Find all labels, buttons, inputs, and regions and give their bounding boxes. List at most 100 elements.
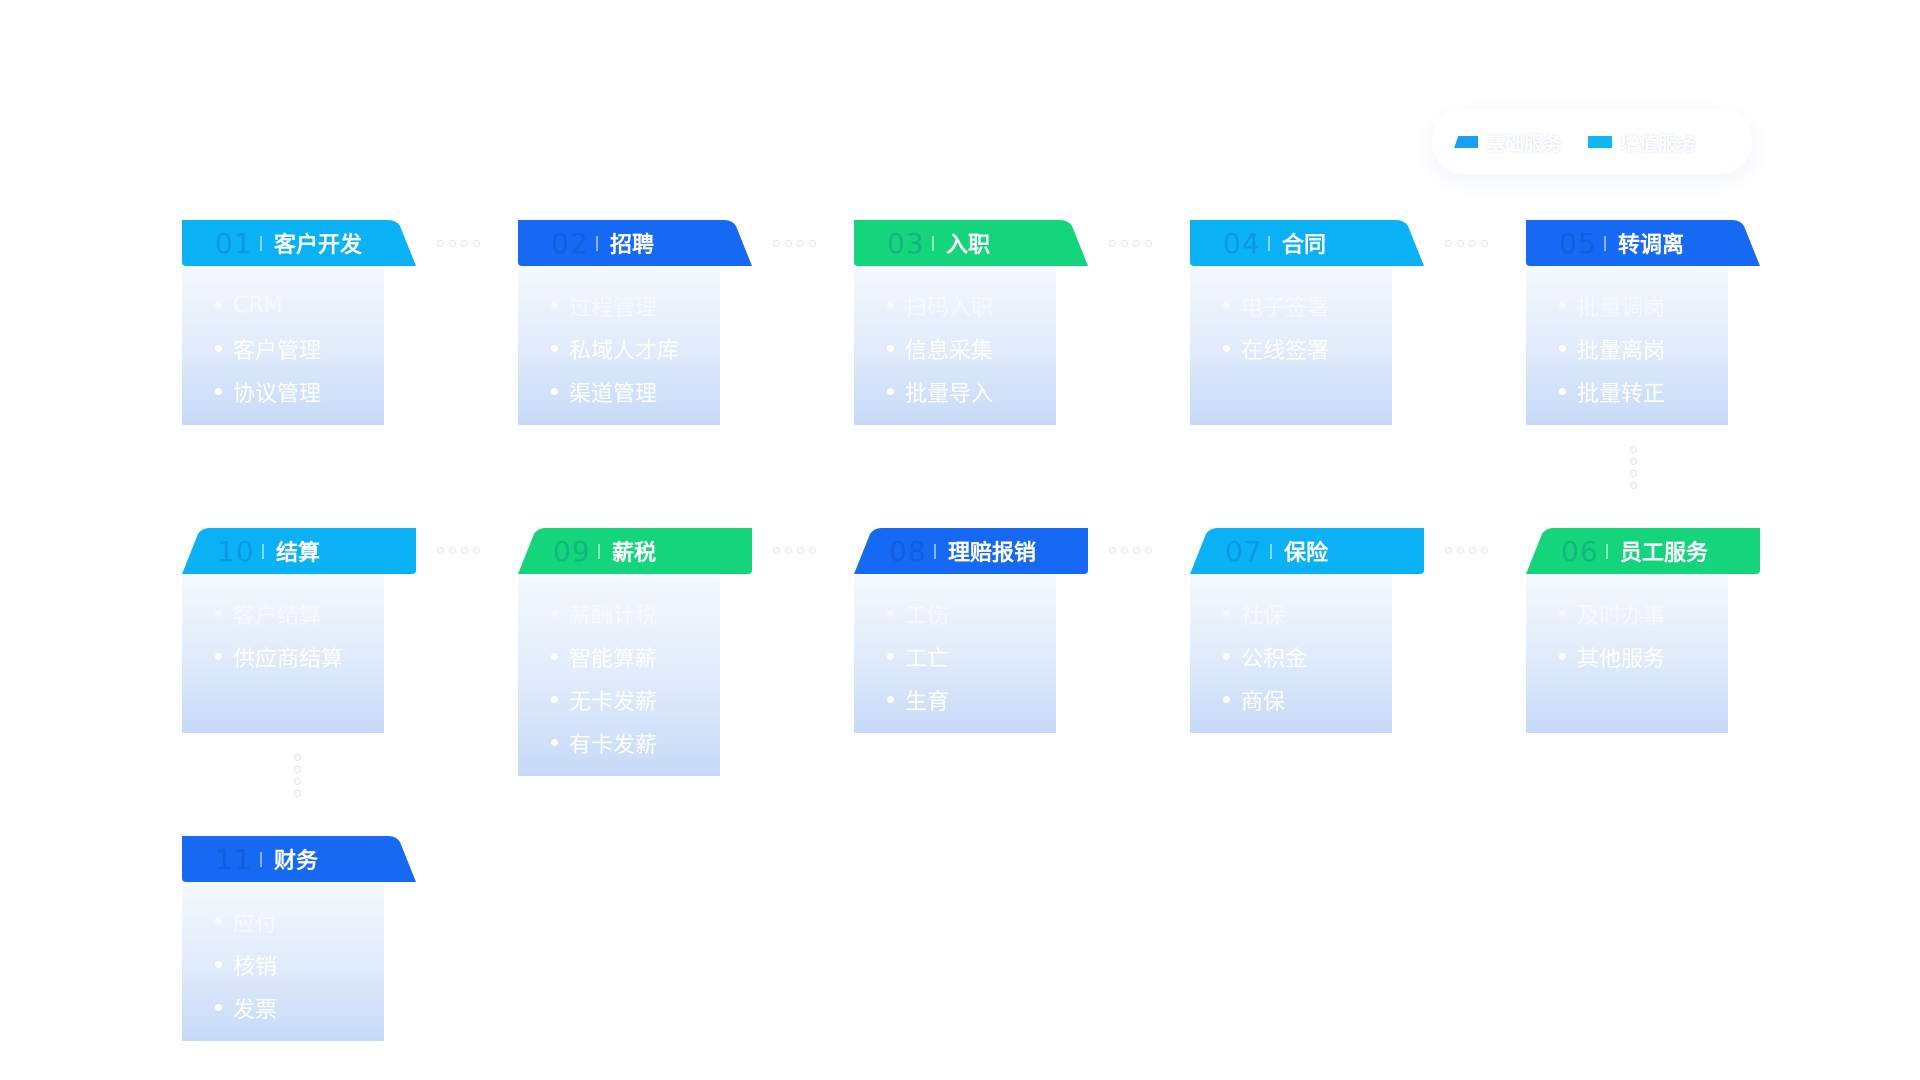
module-item-label: 客户管理 [233,338,322,364]
connector-horizontal [1445,240,1488,247]
module-number: 10 [217,534,255,568]
module-item-label: CRM [233,293,283,318]
module-body-06: 及时办事其他服务 [1526,574,1728,733]
bullet-icon [551,345,558,352]
module-item-label: 渠道管理 [569,381,658,407]
module-card-01: 01 客户开发 CRM 客户管理协议管理 [182,220,416,425]
module-item-label: 发票 [233,997,278,1023]
connector-dot [294,790,301,797]
module-body-04: 电子签署在线签署 [1190,266,1392,425]
legend-label-value-added: 增值服务 [1620,132,1697,155]
module-item: 批量导入 [854,370,1056,413]
bullet-icon [215,653,222,660]
connector-dot [797,547,804,554]
module-item-label: 有卡发薪 [569,732,658,758]
bullet-icon [887,345,894,352]
connector-horizontal [437,547,480,554]
module-item-label: 工伤 [905,603,950,629]
connector-dot [1481,547,1488,554]
module-item: 协议管理 [182,370,384,413]
module-header-content: 07 保险 [1190,528,1424,574]
module-item: 批量转正 [1526,370,1728,413]
module-item-label: 生育 [905,689,950,715]
connector-horizontal [773,547,816,554]
connector-horizontal [1445,547,1488,554]
bullet-icon [551,739,558,746]
header-separator [932,235,934,251]
connector-dot [473,240,480,247]
module-item: 社保 [1190,592,1392,635]
connector-dot [294,754,301,761]
connector-dot [1133,547,1140,554]
module-item-label: 核销 [233,954,278,980]
bullet-icon [1559,302,1566,309]
connector-dot [461,547,468,554]
bullet-icon [551,653,558,660]
bullet-icon [1223,653,1230,660]
module-item: 其他服务 [1526,635,1728,678]
module-item-label: 智能算薪 [569,646,658,672]
module-body-10: 客户结算供应商结算 [182,574,384,733]
module-number: 07 [1225,534,1263,568]
module-title: 薪税 [612,541,657,566]
module-header-shape [1190,528,1424,574]
module-header-shape [518,528,752,574]
legend-label-basic: 基础服务 [1486,132,1563,155]
module-item-label: 公积金 [1241,646,1308,672]
connector-dot [1445,547,1452,554]
module-item: 批量离岗 [1526,327,1728,370]
module-item-label: 工亡 [905,646,950,672]
module-body-11: 应付核销发票 [182,882,384,1041]
bullet-icon [215,610,222,617]
module-item: 客户管理 [182,327,384,370]
connector-horizontal [1109,240,1152,247]
module-item: 核销 [182,943,384,986]
connector-dot [437,547,444,554]
module-body-07: 社保公积金商保 [1190,574,1392,733]
connector-dot [797,240,804,247]
connector-dot [773,547,780,554]
module-title: 入职 [946,233,991,258]
legend-swatch-basic [1454,136,1478,148]
module-header-shape [1526,528,1760,574]
module-number: 09 [553,534,591,568]
connector-dot [809,240,816,247]
connector-dot [461,240,468,247]
connector-dot [294,778,301,785]
connector-dot [1445,240,1452,247]
header-separator [260,235,262,251]
connector-dot [449,240,456,247]
module-item-label: 批量导入 [905,381,994,407]
module-body-08: 工伤工亡生育 [854,574,1056,733]
bullet-icon [551,302,558,309]
module-item-label: 批量转正 [1577,381,1666,407]
module-item-label: 电子签署 [1241,295,1330,321]
module-body-03: 扫码入职信息采集批量导入 [854,266,1056,425]
module-item: 过程管理 [518,284,720,327]
bullet-icon [1559,653,1566,660]
bullet-icon [551,696,558,703]
header-separator [1270,543,1272,559]
module-header-07: 07 保险 [1190,528,1424,574]
bullet-icon [215,918,222,925]
module-title: 客户开发 [274,233,363,258]
bullet-icon [1223,696,1230,703]
module-item: 及时办事 [1526,592,1728,635]
module-header-shape [854,528,1088,574]
module-item-label: 在线签署 [1241,338,1330,364]
bullet-icon [1223,345,1230,352]
bullet-icon [215,302,222,309]
bullet-icon [551,610,558,617]
connector-dot [1630,482,1637,489]
module-number: 01 [215,226,253,260]
module-title: 保险 [1284,541,1329,566]
bullet-icon [1223,610,1230,617]
module-number: 03 [887,226,925,260]
